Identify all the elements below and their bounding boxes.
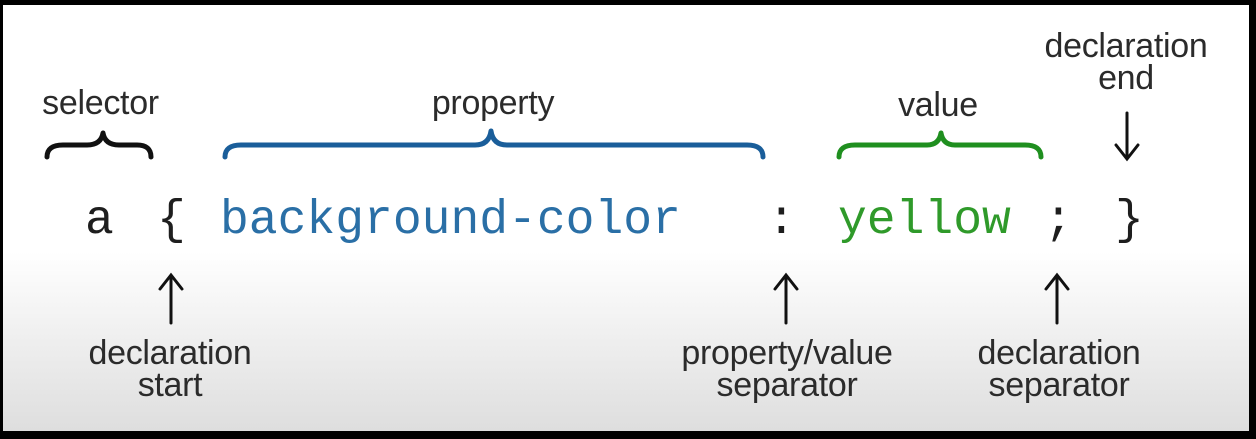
arrow-down-icon (1114, 111, 1140, 162)
annotation-marks (44, 111, 1140, 325)
selector-brace-icon (44, 130, 154, 160)
property-brace-icon (222, 128, 766, 160)
label-declaration-end: declaration end (1044, 27, 1208, 97)
arrow-up-icon (773, 272, 799, 325)
code-property: background-color (220, 194, 681, 248)
label-value: value (898, 86, 978, 124)
code-open-brace: { (157, 194, 186, 248)
value-brace-icon (836, 130, 1044, 160)
code-colon: : (767, 194, 796, 248)
label-property: property (431, 84, 555, 122)
code-selector: a (85, 194, 114, 248)
label-declaration-separator: declaration separator (977, 334, 1141, 404)
css-syntax-diagram: selector property value declaration end … (3, 5, 1249, 431)
label-property-value-separator: property/value separator (681, 334, 893, 404)
code-value: yellow (838, 194, 1011, 248)
label-selector: selector (42, 84, 159, 122)
arrow-up-icon (158, 272, 184, 325)
arrow-up-icon (1044, 272, 1070, 325)
code-semicolon: ; (1044, 194, 1073, 248)
label-declaration-start: declaration start (88, 334, 252, 404)
code-close-brace: } (1115, 194, 1144, 248)
